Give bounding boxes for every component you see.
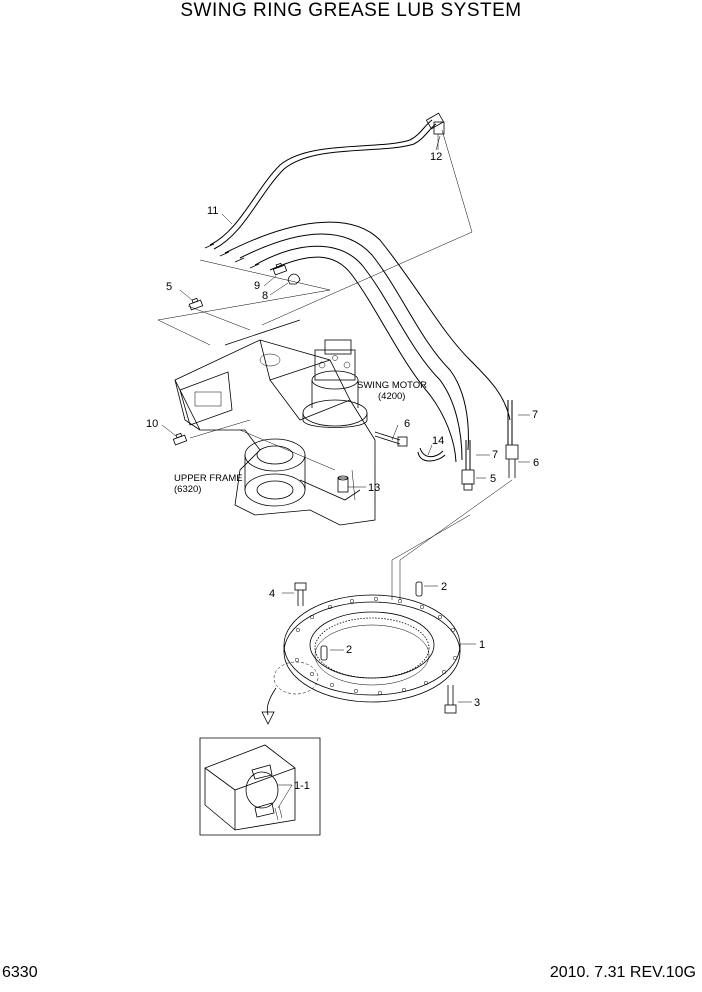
callout-14: 14 xyxy=(432,435,444,447)
callout-2-top: 2 xyxy=(441,581,447,593)
callout-8: 8 xyxy=(262,290,268,302)
callout-1-1: 1-1 xyxy=(294,780,310,792)
callout-3: 3 xyxy=(474,697,480,709)
fittings xyxy=(172,262,519,493)
caption-swing-motor-ref: (4200) xyxy=(378,391,405,402)
callout-7-left: 7 xyxy=(492,449,498,461)
callout-10: 10 xyxy=(146,418,158,430)
caption-upper-frame: UPPER FRAME xyxy=(174,473,243,484)
caption-swing-motor: SWING MOTOR xyxy=(357,380,427,391)
swing-motor xyxy=(302,339,368,428)
elbow-fitting-12 xyxy=(425,112,445,150)
callout-4: 4 xyxy=(269,588,275,600)
assembly-lines xyxy=(157,129,513,600)
callout-12: 12 xyxy=(430,151,442,163)
callout-6-motor: 6 xyxy=(404,418,410,430)
callout-11: 11 xyxy=(207,205,218,217)
callout-5-upper: 5 xyxy=(166,281,172,293)
callout-1: 1 xyxy=(479,639,485,651)
swing-ring xyxy=(283,581,461,703)
callout-6-right: 6 xyxy=(533,457,539,469)
callout-5-lower: 5 xyxy=(490,473,496,485)
page-title: SWING RING GREASE LUB SYSTEM xyxy=(180,0,522,21)
caption-upper-frame-ref: (6320) xyxy=(174,484,201,495)
detail-indicator xyxy=(261,661,319,725)
bolts xyxy=(294,582,457,714)
page-number: 6330 xyxy=(2,964,38,981)
callout-labels: 11 12 5 9 8 10 6 14 7 7 5 6 13 2 2 4 1 3… xyxy=(146,151,539,792)
revision-date: 2010. 7.31 REV.10G xyxy=(549,964,696,981)
callout-13: 13 xyxy=(368,482,380,494)
upper-frame xyxy=(174,319,376,526)
detail-view-box xyxy=(199,737,321,836)
callout-2-inner: 2 xyxy=(346,644,352,656)
callout-7-right: 7 xyxy=(532,409,538,421)
grease-hoses xyxy=(204,119,513,470)
callout-9: 9 xyxy=(254,280,260,292)
callout-leaders xyxy=(161,135,530,809)
